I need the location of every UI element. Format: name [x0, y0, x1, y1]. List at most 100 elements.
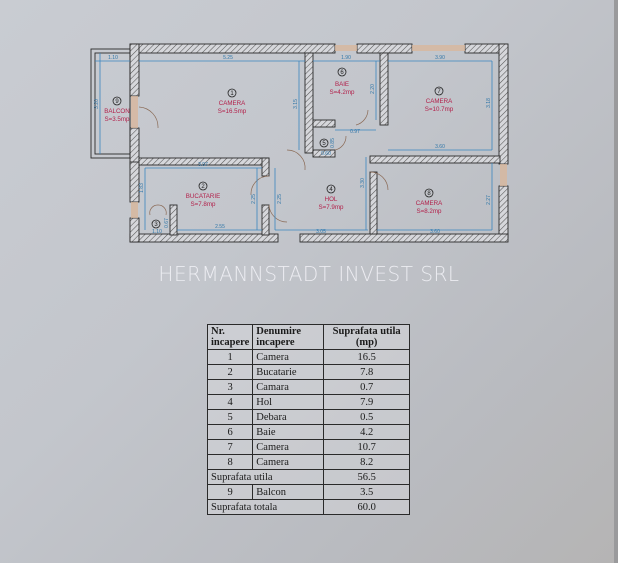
dim-baie-top: 1.90	[341, 55, 351, 61]
walls	[129, 43, 509, 243]
dim-camera1-top: 5.25	[223, 55, 233, 61]
cell-area: 0.5	[323, 409, 410, 425]
dim-camara-w: 1.10	[152, 229, 162, 235]
suprafata-totala-value: 60.0	[323, 499, 410, 515]
table-row: 9 Balcon 3.5	[206, 484, 410, 500]
cell-nr: 8	[206, 454, 254, 470]
table-row: 4 Hol 7.9	[206, 394, 410, 410]
cell-area: 7.9	[323, 394, 410, 410]
cell-name: Camera	[252, 439, 325, 455]
suprafata-utila-value: 56.5	[323, 469, 410, 485]
dim-hol-left: 2.25	[277, 194, 283, 204]
suprafata-totala-label: Suprafata totala	[206, 499, 325, 515]
room-number: 2	[201, 184, 205, 190]
dim-camera7-top: 3.90	[435, 55, 445, 61]
header-nr: Nr. incapere	[206, 324, 254, 350]
header-denumire: Denumire incapere	[252, 324, 325, 350]
dim-bucatarie-top: 3.97	[198, 162, 208, 168]
dim-bucatarie-side: 1.83	[139, 183, 145, 193]
table-header-row: Nr. incapere Denumire incapere Suprafata…	[206, 324, 410, 350]
cell-nr: 2	[206, 364, 254, 380]
cell-name: Camara	[252, 379, 325, 395]
dim-bucatarie-right: 2.25	[251, 194, 257, 204]
room-number: 4	[329, 187, 333, 193]
room-name-balcon: BALCON	[104, 108, 129, 115]
room-area-camera-8: S=8.2mp	[417, 208, 442, 215]
room-area-bucatarie: S=7.8mp	[191, 201, 216, 208]
cell-area: 7.8	[323, 364, 410, 380]
dimension-lines	[95, 53, 493, 231]
room-number: 9	[115, 99, 119, 105]
table-row: 7 Camera 10.7	[206, 439, 410, 455]
cell-area: 4.2	[323, 424, 410, 440]
room-number: 6	[340, 70, 344, 76]
dim-camara-h: 0.67	[164, 218, 170, 228]
room-number: 3	[154, 222, 158, 228]
cell-name: Camera	[252, 454, 325, 470]
cell-name: Baie	[252, 424, 325, 440]
room-name-hol: HOL	[325, 196, 338, 203]
cell-area: 10.7	[323, 439, 410, 455]
table-row: 6 Baie 4.2	[206, 424, 410, 440]
watermark: HERMANNSTADT INVEST SRL	[158, 262, 460, 286]
dim-hol-right: 3.30	[360, 178, 366, 188]
total-row: Suprafata totala 60.0	[206, 499, 410, 515]
cell-nr: 7	[206, 439, 254, 455]
table-row: 5 Debara 0.5	[206, 409, 410, 425]
cell-nr: 3	[206, 379, 254, 395]
room-number: 1	[230, 91, 234, 97]
table-row: 1 Camera 16.5	[206, 349, 410, 365]
subtotal-row: Suprafata utila 56.5	[206, 469, 410, 485]
dim-camera8-bottom: 3.60	[430, 229, 440, 235]
room-area-balcon: S=3.5mp	[105, 116, 130, 123]
room-numbers: 1 2 3 4 5 6 7 8 9	[115, 70, 441, 228]
room-number: 5	[322, 141, 326, 147]
dim-hall-gap: 0.97	[350, 129, 360, 135]
cell-nr: 5	[206, 409, 254, 425]
room-number: 7	[437, 89, 441, 95]
suprafata-utila-label: Suprafata utila	[206, 469, 325, 485]
floor-plan: 1.10 5.25 1.90 3.90 3.20 3.15 2.20 3.18 …	[90, 43, 509, 243]
paper-edge	[614, 0, 618, 563]
room-labels: CAMERA S=16.5mp BUCATARIE S=7.8mp HOL S=…	[104, 81, 453, 215]
dim-camera8-side: 2.27	[486, 195, 492, 205]
cell-nr: 9	[206, 484, 254, 500]
cell-name: Camera	[252, 349, 325, 365]
dim-hol-bottom: 3.05	[316, 229, 326, 235]
dim-camera1-side: 3.15	[293, 99, 299, 109]
dim-baie-side: 2.20	[370, 84, 376, 94]
dim-camera7-side: 3.18	[486, 98, 492, 108]
table-row: 2 Bucatarie 7.8	[206, 364, 410, 380]
cell-name: Hol	[252, 394, 325, 410]
cell-name: Debara	[252, 409, 325, 425]
room-area-table: Nr. incapere Denumire incapere Suprafata…	[206, 324, 410, 515]
header-suprafata: Suprafata utila (mp)	[323, 324, 410, 350]
room-number: 8	[427, 191, 431, 197]
room-name-camera-7: CAMERA	[426, 98, 453, 105]
cell-name: Bucatarie	[252, 364, 325, 380]
cell-area: 16.5	[323, 349, 410, 365]
room-name-camera-1: CAMERA	[219, 100, 246, 107]
dim-debara-w: 0.60	[321, 151, 331, 157]
room-name-camera-8: CAMERA	[416, 200, 443, 207]
dim-camera7-bottom: 3.60	[435, 144, 445, 150]
room-area-baie: S=4.2mp	[330, 89, 355, 96]
dim-balcon-top: 1.10	[108, 55, 118, 61]
cell-name: Balcon	[252, 484, 325, 500]
room-name-bucatarie: BUCATARIE	[186, 193, 221, 200]
cell-area: 3.5	[323, 484, 410, 500]
table-row: 3 Camara 0.7	[206, 379, 410, 395]
room-area-camera-7: S=10.7mp	[425, 106, 454, 113]
cell-nr: 4	[206, 394, 254, 410]
room-markers	[112, 67, 444, 229]
table-row: 8 Camera 8.2	[206, 454, 410, 470]
cell-nr: 1	[206, 349, 254, 365]
dimension-labels: 1.10 5.25 1.90 3.90 3.20 3.15 2.20 3.18 …	[94, 55, 492, 235]
cell-area: 8.2	[323, 454, 410, 470]
windows	[131, 45, 507, 218]
balcony-outline	[90, 48, 131, 159]
dim-debara-h: 0.85	[330, 138, 336, 148]
room-area-hol: S=7.9mp	[319, 204, 344, 211]
room-area-camera-1: S=16.5mp	[218, 108, 247, 115]
cell-area: 0.7	[323, 379, 410, 395]
